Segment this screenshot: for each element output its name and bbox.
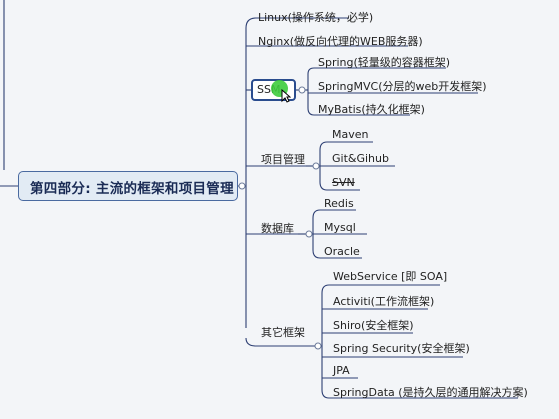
node-project-management[interactable]: 项目管理 [261, 153, 305, 166]
node-svn[interactable]: SVN [332, 176, 355, 189]
node-webservice[interactable]: WebService [即 SOA] [333, 270, 448, 283]
node-maven[interactable]: Maven [332, 128, 369, 141]
node-linux[interactable]: Linux(操作系统，必学) [258, 11, 374, 24]
node-shiro[interactable]: Shiro(安全框架) [333, 319, 414, 332]
node-database[interactable]: 数据库 [261, 222, 294, 235]
node-git[interactable]: Git&Gihub [332, 152, 389, 165]
root-node-label: 第四部分: 主流的框架和项目管理 [30, 181, 234, 197]
node-mysql[interactable]: Mysql [324, 221, 356, 234]
node-jpa[interactable]: JPA [333, 364, 350, 377]
node-springmvc[interactable]: SpringMVC(分层的web开发框架) [318, 80, 487, 93]
node-redis[interactable]: Redis [324, 197, 354, 210]
node-springdata[interactable]: SpringData (是持久层的通用解决方案) [333, 386, 528, 399]
node-oracle[interactable]: Oracle [324, 245, 360, 258]
node-mybatis[interactable]: MyBatis(持久化框架) [318, 103, 425, 116]
node-spring-security[interactable]: Spring Security(安全框架) [333, 342, 470, 355]
root-node[interactable] [18, 171, 238, 201]
node-nginx[interactable]: Nginx(做反向代理的WEB服务器) [258, 35, 423, 48]
node-other-frameworks[interactable]: 其它框架 [261, 326, 305, 339]
mouse-pointer-icon [281, 89, 291, 103]
node-activiti[interactable]: Activiti(工作流框架) [333, 295, 435, 308]
node-spring[interactable]: Spring(轻量级的容器框架) [318, 56, 451, 69]
